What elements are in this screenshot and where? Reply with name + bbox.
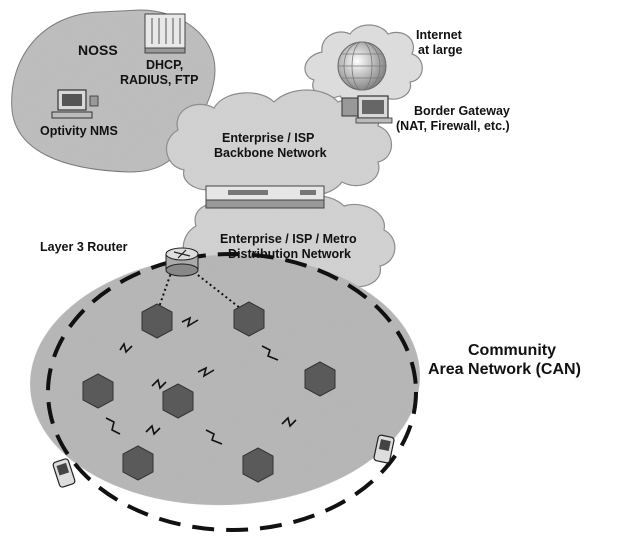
mesh-node-icon <box>162 383 194 419</box>
mesh-node-icon <box>304 361 336 397</box>
rack-router-icon <box>205 185 325 209</box>
can-label-line1: Community <box>468 342 556 359</box>
layer3-router-icon <box>165 247 199 277</box>
firewall-gateway-icon <box>341 95 393 124</box>
workstation-icon <box>51 89 99 119</box>
wireless-link-icon <box>261 345 279 361</box>
nms-label: Optivity NMS <box>40 124 118 138</box>
wireless-link-icon <box>197 366 215 378</box>
wireless-link-icon <box>119 342 133 354</box>
server-label-line1: DHCP, <box>146 58 184 72</box>
mesh-node-icon <box>233 301 265 337</box>
wireless-links <box>105 316 297 445</box>
can-area <box>30 254 420 506</box>
noss-title: NOSS <box>78 42 118 58</box>
wireless-link-icon <box>105 417 121 435</box>
distribution-label-line1: Enterprise / ISP / Metro <box>220 232 357 246</box>
wireless-link-icon <box>151 378 167 390</box>
internet-label-line1: Internet <box>416 28 462 42</box>
backbone-label-line1: Enterprise / ISP <box>222 131 315 145</box>
border-gateway-label-line2: (NAT, Firewall, etc.) <box>396 119 510 133</box>
internet-label-line2: at large <box>418 43 463 57</box>
server-rack-icon <box>144 13 186 54</box>
server-label-line2: RADIUS, FTP <box>120 73 199 87</box>
mesh-node-icon <box>82 373 114 409</box>
wireless-link-icon <box>145 424 161 436</box>
mesh-node-icon <box>141 303 173 339</box>
router-link-left <box>157 269 173 311</box>
pda-device-icon <box>373 434 395 464</box>
can-boundary <box>46 252 418 532</box>
can-label-line2: Area Network (CAN) <box>428 361 581 378</box>
pda-device-icon <box>52 458 76 488</box>
router-label: Layer 3 Router <box>40 240 128 254</box>
wireless-link-icon <box>181 316 199 328</box>
mesh-node-icon <box>242 447 274 483</box>
mesh-node-icon <box>122 445 154 481</box>
mesh-nodes <box>82 301 336 483</box>
distribution-label-line2: Distribution Network <box>228 247 351 261</box>
globe-icon <box>337 41 387 91</box>
wireless-link-icon <box>205 429 223 445</box>
wireless-link-icon <box>281 416 297 428</box>
border-gateway-label-line1: Border Gateway <box>414 104 510 118</box>
backbone-label-line2: Backbone Network <box>214 146 327 160</box>
